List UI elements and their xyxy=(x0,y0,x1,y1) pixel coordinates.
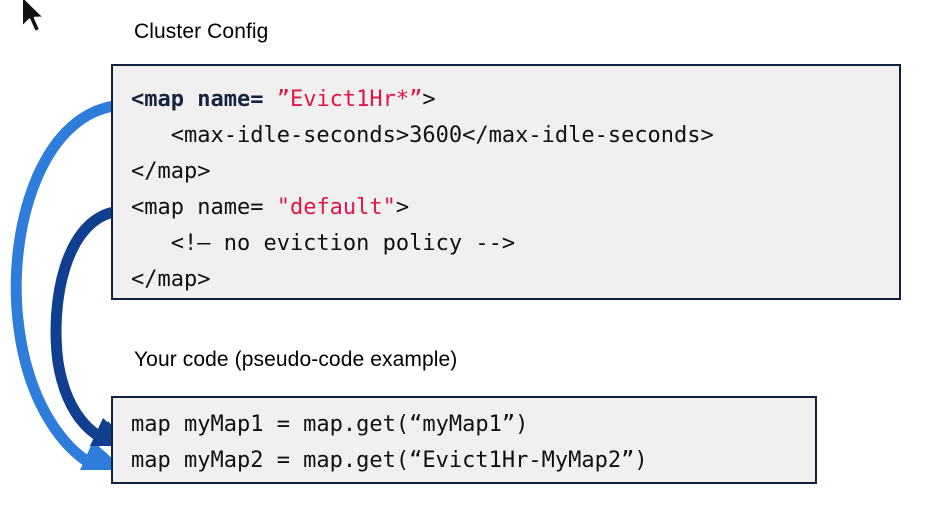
code-block-your-code: map myMap1 = map.get(“myMap1”) map myMap2… xyxy=(111,396,817,484)
code-line: </map> xyxy=(131,154,899,190)
code-token-string: "default" xyxy=(276,195,396,220)
code-line: map myMap1 = map.get(“myMap1”) xyxy=(131,407,815,443)
code-line: <max-idle-seconds>3600</max-idle-seconds… xyxy=(131,118,899,154)
code-token-plain: > xyxy=(422,87,436,112)
page-title-your-code: Your code (pseudo-code example) xyxy=(134,348,458,371)
arrow-default-map xyxy=(10,100,125,470)
code-line: <map name= ”Evict1Hr*”> xyxy=(131,82,899,118)
code-token-plain: map myMap2 = map.get(“Evict1Hr-MyMap2”) xyxy=(131,448,648,473)
code-token-plain: <!– no eviction policy --> xyxy=(131,231,516,256)
code-token-tag: <map name= xyxy=(131,87,277,112)
code-token-plain: </map> xyxy=(131,159,211,184)
code-token-plain: map myMap1 = map.get(“myMap1”) xyxy=(131,412,529,437)
code-token-string: ”Evict1Hr*” xyxy=(276,87,423,112)
code-block-cluster-config: <map name= ”Evict1Hr*”> <max-idle-second… xyxy=(111,64,901,300)
page-title-cluster-config: Cluster Config xyxy=(134,20,269,43)
mouse-pointer-icon xyxy=(21,0,45,33)
code-token-plain: </map> xyxy=(131,267,211,292)
code-line: <map name= "default"> xyxy=(131,190,899,226)
code-line: </map> xyxy=(131,262,899,298)
code-token-plain: <map name= xyxy=(131,195,277,220)
code-line: map myMap2 = map.get(“Evict1Hr-MyMap2”) xyxy=(131,443,815,479)
code-line: <!– no eviction policy --> xyxy=(131,226,899,262)
code-token-plain: > xyxy=(395,195,410,220)
code-token-plain: <max-idle-seconds>3600</max-idle-seconds… xyxy=(131,123,714,148)
